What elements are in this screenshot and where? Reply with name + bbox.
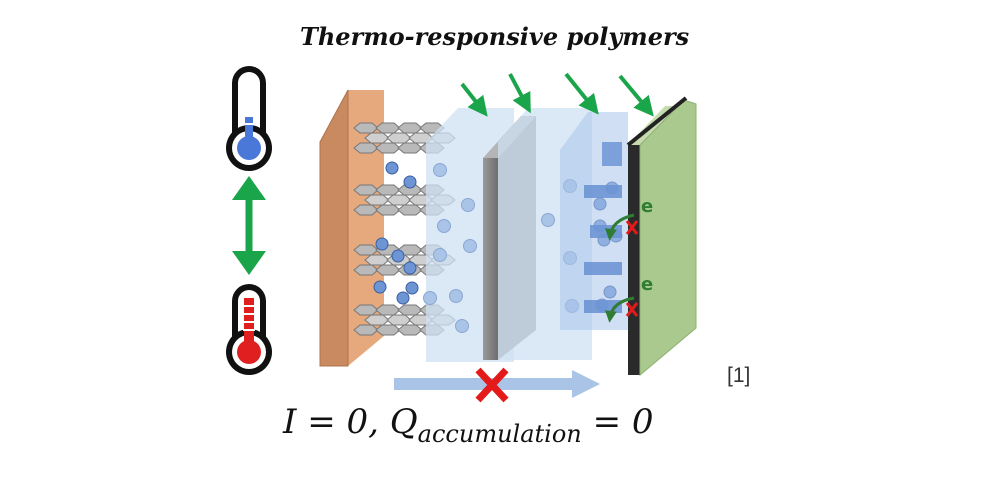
graphene-cell [375,304,401,316]
charge-symbol: Q [389,402,418,442]
graphene-cell [364,254,390,266]
graphene-cell [397,304,423,316]
pointer-arrows [460,72,654,117]
electron-transfer-2: e [604,274,653,323]
charge-equation: I = 0, Qaccumulation = 0 [283,402,654,448]
ion [433,163,447,177]
ion [373,280,387,294]
graphene-cell [353,324,379,336]
ion [463,239,477,253]
ion [455,319,469,333]
graphene-cell [397,204,423,216]
right-electrode [626,96,697,377]
blocked-x-icon [625,302,639,317]
diagram-title: Thermo-responsive polymers [300,22,690,51]
current-term: I = 0, [283,402,379,442]
ion [403,175,417,189]
charge-subscript: accumulation [417,420,582,448]
graphene-cell [397,324,423,336]
electron-transfer-1: e [604,196,653,241]
left-electrode [319,89,384,367]
ion [403,261,417,275]
blocked-arrow-icon [394,367,600,403]
graphene-cell [375,122,401,134]
ion [541,213,555,227]
graphene-cell [353,264,379,276]
electron-label: e [641,274,653,295]
graphene-cell [397,122,423,134]
charge-value: = 0 [592,402,654,442]
graphene-cell [353,204,379,216]
ion [391,249,405,263]
graphene-cell [353,244,379,256]
graphene-cell [375,184,401,196]
graphene-cell [375,204,401,216]
thermometer-cold-icon [226,66,272,171]
ion [433,248,447,262]
ion [375,237,389,251]
graphene-cell [364,194,390,206]
graphene-cell [375,324,401,336]
graphene-cell [353,184,379,196]
ion [396,291,410,305]
graphene-cell [353,142,379,154]
ion [423,291,437,305]
ion [461,198,475,212]
reference-marker: [1] [727,364,751,387]
electron-label: e [641,196,653,217]
ion [437,219,451,233]
graphene-cell [397,142,423,154]
graphene-cell [364,132,390,144]
graphene-cell [386,194,412,206]
graphene-cell [386,314,412,326]
graphene-cell [353,304,379,316]
blocked-x-icon [625,220,639,235]
ion [405,281,419,295]
graphene-cell [375,142,401,154]
thermometer-hot-icon [226,284,272,375]
graphene-cell [386,132,412,144]
graphene-cell [375,264,401,276]
graphene-cell [353,122,379,134]
ion [449,289,463,303]
double-arrow-icon [232,176,266,275]
graphene-cell [364,314,390,326]
ion [385,161,399,175]
